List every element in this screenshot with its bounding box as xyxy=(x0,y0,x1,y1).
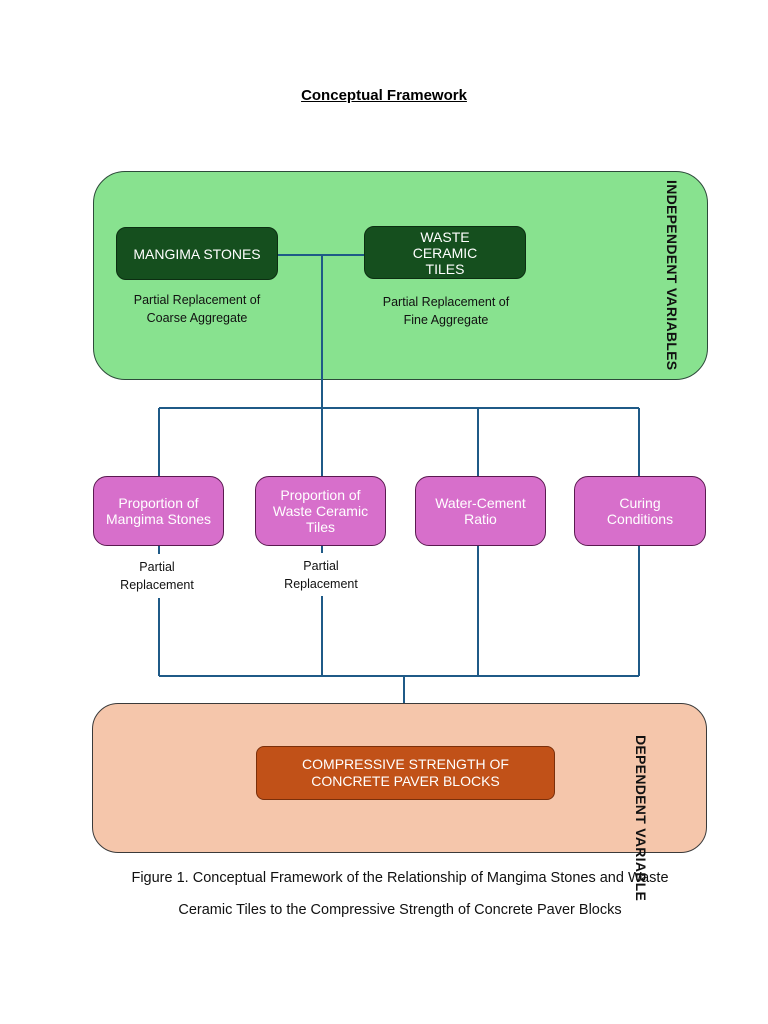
factor-box-curing: Curing Conditions xyxy=(574,476,706,546)
label-line: VARIABLE xyxy=(633,828,649,902)
caption-line: Partial Replacement of xyxy=(382,295,510,309)
factor-box-ceramic: Proportion of Waste Ceramic Tiles xyxy=(255,476,386,546)
caption-line: Replacement xyxy=(120,578,194,592)
mangima-stones-box: MANGIMA STONES xyxy=(116,227,278,280)
caption-line: Coarse Aggregate xyxy=(146,311,248,325)
caption-line: Partial xyxy=(139,560,175,574)
factor-box-water-cement: Water-Cement Ratio xyxy=(415,476,546,546)
independent-variables-label: INDEPENDENT VARIABLES xyxy=(664,180,680,371)
compressive-strength-box: COMPRESSIVE STRENGTH OF CONCRETE PAVER B… xyxy=(256,746,555,800)
figure-caption-line-2: Ceramic Tiles to the Compressive Strengt… xyxy=(178,902,622,918)
figure-caption-line-1: Figure 1. Conceptual Framework of the Re… xyxy=(131,870,669,886)
ceramic-caption: Partial Replacement of Fine Aggregate xyxy=(356,293,536,329)
page-title: Conceptual Framework xyxy=(301,87,467,104)
caption-line: Fine Aggregate xyxy=(403,313,489,327)
caption-line: Replacement xyxy=(284,577,358,591)
label-line: DEPENDENT xyxy=(633,735,649,825)
factor-box-mangima: Proportion of Mangima Stones xyxy=(93,476,224,546)
waste-ceramic-tiles-box: WASTE CERAMIC TILES xyxy=(364,226,526,279)
dependent-variable-label: DEPENDENT VARIABLE xyxy=(632,735,650,901)
factor-caption-ceramic: Partial Replacement xyxy=(271,557,371,593)
mangima-caption: Partial Replacement of Coarse Aggregate xyxy=(107,291,287,327)
caption-line: Partial xyxy=(303,559,339,573)
factor-caption-mangima: Partial Replacement xyxy=(107,558,207,594)
caption-line: Partial Replacement of xyxy=(133,293,261,307)
